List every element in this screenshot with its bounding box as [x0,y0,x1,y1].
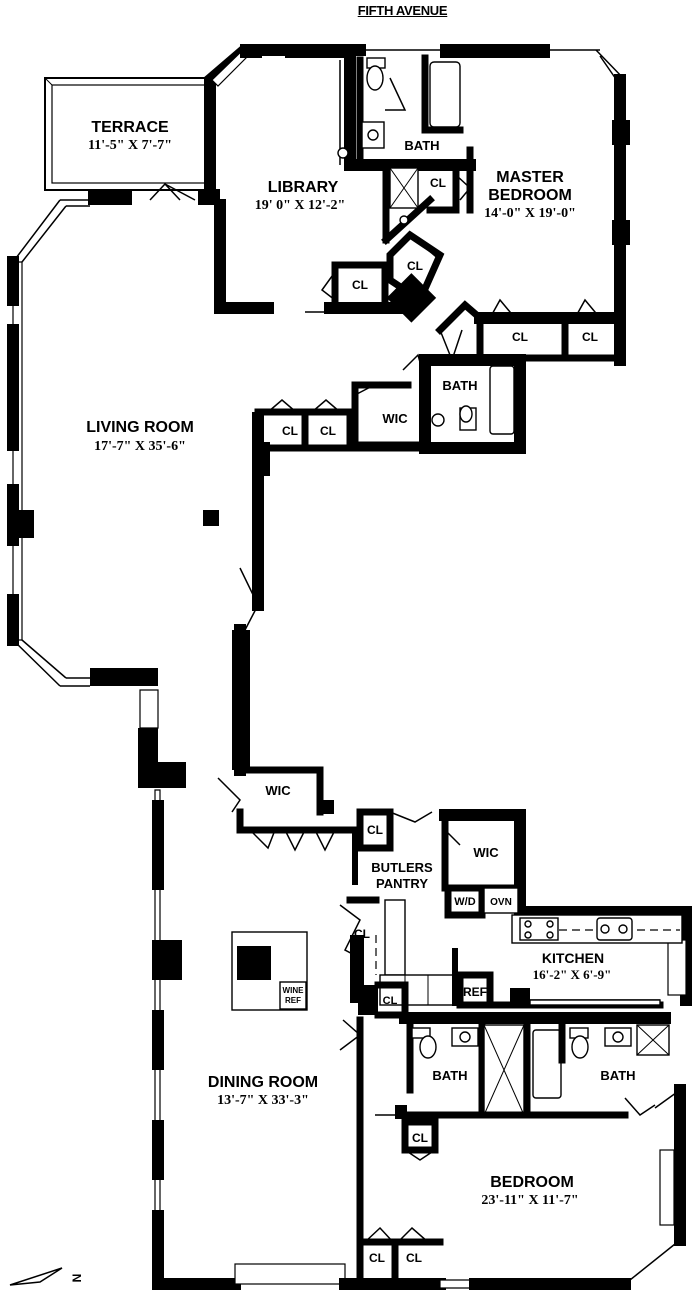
closet-label: CL [412,1131,428,1145]
bath-3-label: BATH [432,1068,467,1083]
living-room-dimensions: 17'-7" X 35'-6" [94,439,186,454]
dining-room-dimensions: 13'-7" X 33'-3" [217,1093,309,1108]
walk-in-closet-label: WIC [473,845,499,860]
bath-4-label: BATH [600,1068,635,1083]
terrace-label: TERRACE [91,119,169,136]
south-baths [375,1012,671,1119]
closet-label: CL [512,330,528,344]
kitchen-label: KITCHEN [542,950,604,966]
street-name: FIFTH AVENUE [357,3,448,18]
street-label: FIFTH AVENUE [0,3,695,18]
wine-ref-label-1: WINE [283,986,305,995]
library-dimensions: 19' 0" X 12'-2" [255,198,346,213]
walk-in-closet-label: WIC [265,783,291,798]
pantry-kitchen [217,766,683,1051]
closet-label: CL [383,995,398,1007]
dining-room-label: DINING ROOM [208,1074,318,1091]
master-bedroom-dimensions: 14'-0" X 19'-0" [484,206,576,221]
exterior-walls [7,44,692,1290]
closet-label: CL [354,927,370,941]
kitchen-dimensions: 16'-2" X 6'-9" [533,967,612,982]
bedroom-label: BEDROOM [490,1174,574,1191]
oven-label: OVN [490,897,512,908]
north-arrow [9,1267,63,1286]
north-letter: N [70,1274,84,1283]
dining-island [231,931,308,1011]
butlers-pantry-label-2: PANTRY [376,876,428,891]
living-room-label: LIVING ROOM [86,419,194,436]
master-bedroom-label-1: MASTER [496,169,564,186]
bedroom-closets [356,1016,444,1284]
refrigerator-label: REF [463,985,487,999]
master-closets [203,298,618,526]
washer-dryer-label: W/D [454,896,475,908]
closet-label: CL [369,1251,385,1265]
closet-label: CL [430,176,446,190]
terrace-dimensions: 11'-5" X 7'-7" [88,138,172,153]
master-bath-core [305,49,476,323]
wine-ref-label-2: REF [285,996,301,1005]
closet-label: CL [407,259,423,273]
closet-label: CL [320,424,336,438]
master-bath-label: BATH [404,138,439,153]
library-label: LIBRARY [268,179,339,196]
closet-label: CL [352,278,368,292]
butlers-pantry-label-1: BUTLERS [371,860,433,875]
master-bedroom-label-2: BEDROOM [488,187,572,204]
walk-in-closet-label: WIC [382,411,408,426]
bedroom-dimensions: 23'-11" X 11'-7" [481,1193,578,1208]
bath-2-label: BATH [442,378,477,393]
closet-label: CL [582,330,598,344]
closet-label: CL [406,1251,422,1265]
closet-label: CL [282,424,298,438]
closet-label: CL [367,823,383,837]
